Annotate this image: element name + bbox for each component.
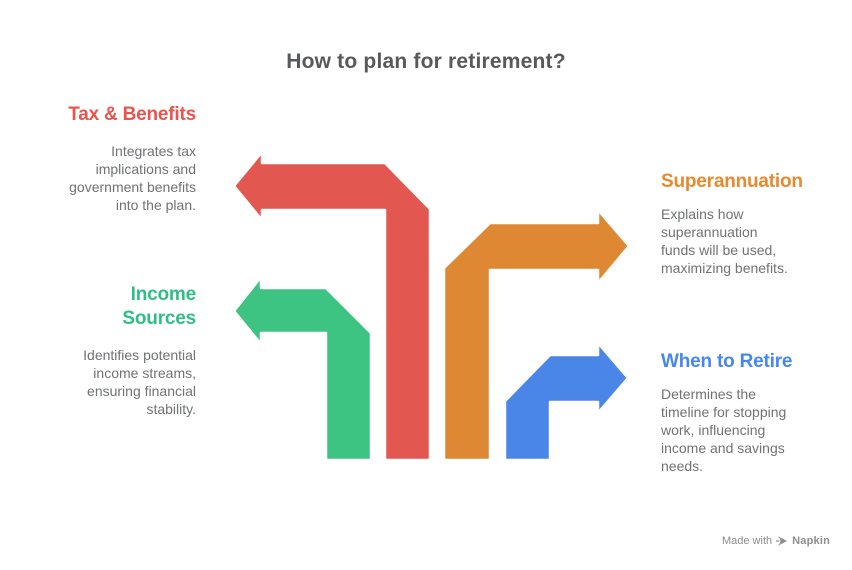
section-heading-superannuation: Superannuation (661, 171, 803, 192)
page-title: How to plan for retirement? (286, 50, 566, 73)
section-heading-tax-benefits: Tax & Benefits (68, 104, 196, 125)
section-heading-income-sources: Income Sources (122, 284, 196, 329)
income-sources-arrow (232, 275, 373, 462)
section-desc-superannuation: Explains how superannuation funds will b… (661, 206, 788, 276)
section-income-sources: Income Sources Identifies potential inco… (20, 283, 196, 418)
section-desc-tax-benefits: Integrates tax implications and governme… (69, 143, 196, 213)
made-with-napkin-watermark: Made with Napkin (722, 535, 830, 547)
section-tax-benefits: Tax & Benefits Integrates tax implicatio… (20, 103, 196, 214)
section-desc-income-sources: Identifies potential income streams, ens… (83, 347, 196, 417)
section-superannuation: Superannuation Explains how superannuati… (661, 170, 833, 277)
section-when-to-retire: When to Retire Determines the timeline f… (661, 350, 833, 475)
watermark-brand-label: Napkin (792, 535, 830, 547)
napkin-logo-icon (776, 536, 788, 546)
watermark-made-with-label: Made with (721, 535, 773, 547)
section-desc-when-to-retire: Determines the timeline for stopping wor… (661, 386, 787, 474)
when-to-retire-arrow (503, 341, 630, 462)
superannuation-arrow (442, 208, 631, 462)
section-heading-when-to-retire: When to Retire (661, 351, 793, 372)
tax-benefits-arrow (232, 150, 432, 462)
